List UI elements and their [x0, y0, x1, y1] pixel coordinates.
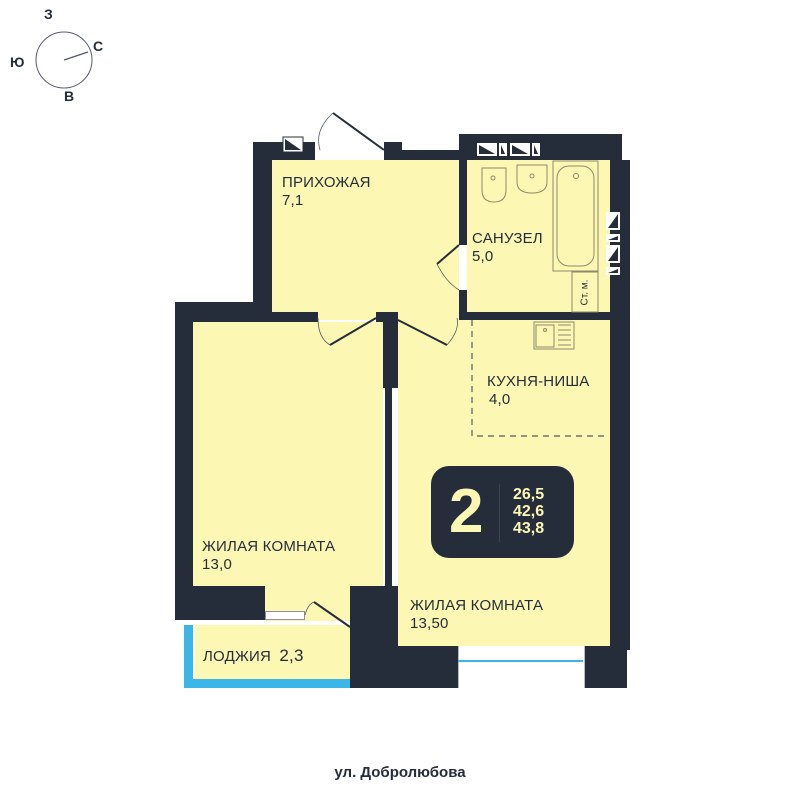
apartment-summary-badge: 2 26,5 42,6 43,8: [431, 466, 574, 558]
wall: [610, 134, 622, 164]
riser-label: Ст. м.: [579, 279, 591, 305]
window-living-right: [458, 646, 585, 688]
compass-dial-icon: [35, 31, 93, 89]
door-living-left-icon: [317, 317, 377, 346]
badge-divider: [499, 484, 500, 542]
wall: [459, 160, 467, 245]
wall: [175, 302, 272, 322]
total-area: 42,6: [513, 503, 545, 520]
compass-west: З: [44, 6, 53, 22]
room-living-right: ЖИЛАЯ КОМНАТА 13,50: [410, 597, 543, 633]
room-loggia: ЛОДЖИЯ 2,3: [203, 647, 304, 666]
wall: [358, 646, 458, 688]
room-name: ЖИЛАЯ КОМНАТА: [202, 538, 336, 555]
room-hallway: ПРИХОЖАЯ 7,1: [282, 174, 371, 210]
toilet-icon: [481, 167, 507, 203]
room-bathroom: САНУЗЕЛ 5,0: [472, 230, 543, 266]
room-kitchen: КУХНЯ-НИША 4,0: [487, 373, 589, 409]
room-area: 7,1: [282, 192, 304, 209]
kitchen-niche-boundary: [471, 320, 606, 437]
compass-east: В: [64, 88, 75, 104]
compass-south: Ю: [10, 54, 25, 70]
wall: [384, 150, 460, 160]
wall: [459, 290, 467, 320]
wall: [272, 312, 318, 322]
wall: [253, 142, 272, 320]
door-living-right-icon: [397, 317, 458, 346]
wall: [385, 388, 392, 586]
compass-north: С: [93, 38, 104, 54]
living-area: 26,5: [513, 486, 545, 503]
floor-hallway: [272, 160, 459, 320]
wall: [610, 160, 630, 650]
door-bathroom-icon: [436, 244, 460, 291]
room-area: 13,0: [202, 556, 232, 573]
room-count: 2: [449, 477, 484, 546]
wall: [383, 312, 398, 388]
wall: [175, 586, 265, 620]
vent-icon: [477, 143, 540, 156]
room-area: 13,50: [410, 615, 449, 632]
room-name: ЛОДЖИЯ: [203, 648, 272, 665]
floor-living-left: [193, 322, 383, 586]
wall: [175, 302, 193, 620]
floor-bathroom: [467, 160, 610, 312]
room-area: 5,0: [472, 248, 494, 265]
floor-loggia: [195, 625, 355, 679]
window-glass: [458, 660, 583, 662]
room-name: КУХНЯ-НИША: [487, 373, 590, 390]
riser-label-box: Ст. м.: [572, 272, 598, 312]
bathtub-icon: [552, 160, 599, 272]
riser-box: [571, 271, 599, 313]
room-area: 2,3: [279, 646, 304, 665]
door-loggia-icon: [304, 601, 351, 628]
wall: [583, 646, 627, 688]
door-entrance-icon: [318, 112, 385, 151]
room-living-left: ЖИЛАЯ КОМНАТА 13,0: [202, 538, 335, 574]
wall: [459, 312, 610, 320]
kitchen-sink-icon: [533, 321, 575, 350]
street-name: ул. Добролюбова: [334, 764, 466, 781]
vent-icon: [282, 136, 304, 153]
room-area: 4,0: [489, 391, 511, 408]
window-loggia: [265, 611, 305, 620]
vent-icon: [606, 212, 620, 275]
room-name: ЖИЛАЯ КОМНАТА: [410, 597, 544, 614]
area-list: 26,5 42,6 43,8: [513, 486, 544, 537]
total-area-with-loggia: 43,8: [513, 520, 545, 537]
loggia-glazing-bottom: [184, 679, 358, 688]
room-name: САНУЗЕЛ: [472, 230, 543, 247]
room-name: ПРИХОЖАЯ: [282, 174, 371, 191]
loggia-glazing-left: [184, 625, 193, 688]
sink-icon: [516, 164, 548, 194]
